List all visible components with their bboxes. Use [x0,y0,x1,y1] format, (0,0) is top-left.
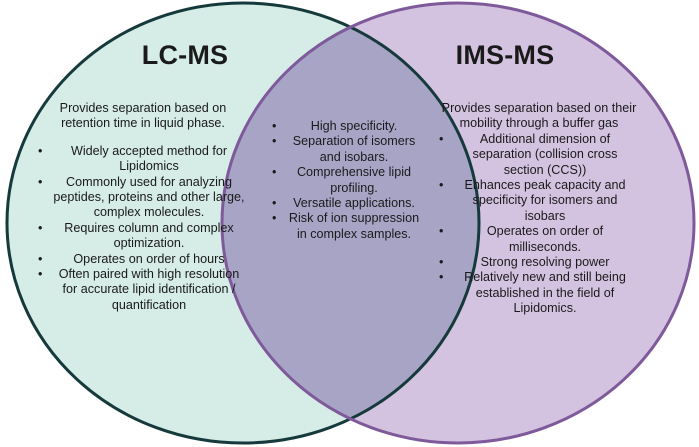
lc-ms-intro: Provides separation based on retention t… [59,101,227,131]
lc-ms-title: LC-MS [141,40,229,70]
list-item: Enhances peak capacity and specificity f… [439,178,639,224]
shared-list: High specificity. Separation of isomers … [272,119,424,242]
list-item: Versatile applications. [272,196,424,212]
list-item: Risk of ion suppression in complex sampl… [272,211,424,242]
list-item: Relatively new and still being establish… [439,270,639,316]
list-item: Commonly used for analyzing peptides, pr… [38,175,248,221]
list-item: Strong resolving power [439,255,639,271]
list-item: Often paired with high resolution for ac… [38,267,248,313]
list-item: Separation of isomers and isobars. [272,134,424,165]
list-item: Comprehensive lipid profiling. [272,165,424,196]
shared-description: High specificity. Separation of isomers … [272,119,424,242]
ims-ms-list: Additional dimension of separation (coll… [439,132,639,317]
list-item: Widely accepted method for Lipidomics [38,144,248,175]
ims-ms-title: IMS-MS [455,40,555,70]
list-item: Operates on order of hours [38,252,248,268]
ims-ms-intro: Provides separation based on their mobil… [441,101,637,131]
ims-ms-description: Provides separation based on their mobil… [439,101,639,317]
list-item: High specificity. [272,119,424,135]
lc-ms-description: Provides separation based on retention t… [38,101,248,313]
list-item: Operates on order of milliseconds. [439,224,639,255]
lc-ms-list: Widely accepted method for Lipidomics Co… [38,144,248,313]
list-item: Additional dimension of separation (coll… [439,132,639,178]
list-item: Requires column and complex optimization… [38,221,248,252]
